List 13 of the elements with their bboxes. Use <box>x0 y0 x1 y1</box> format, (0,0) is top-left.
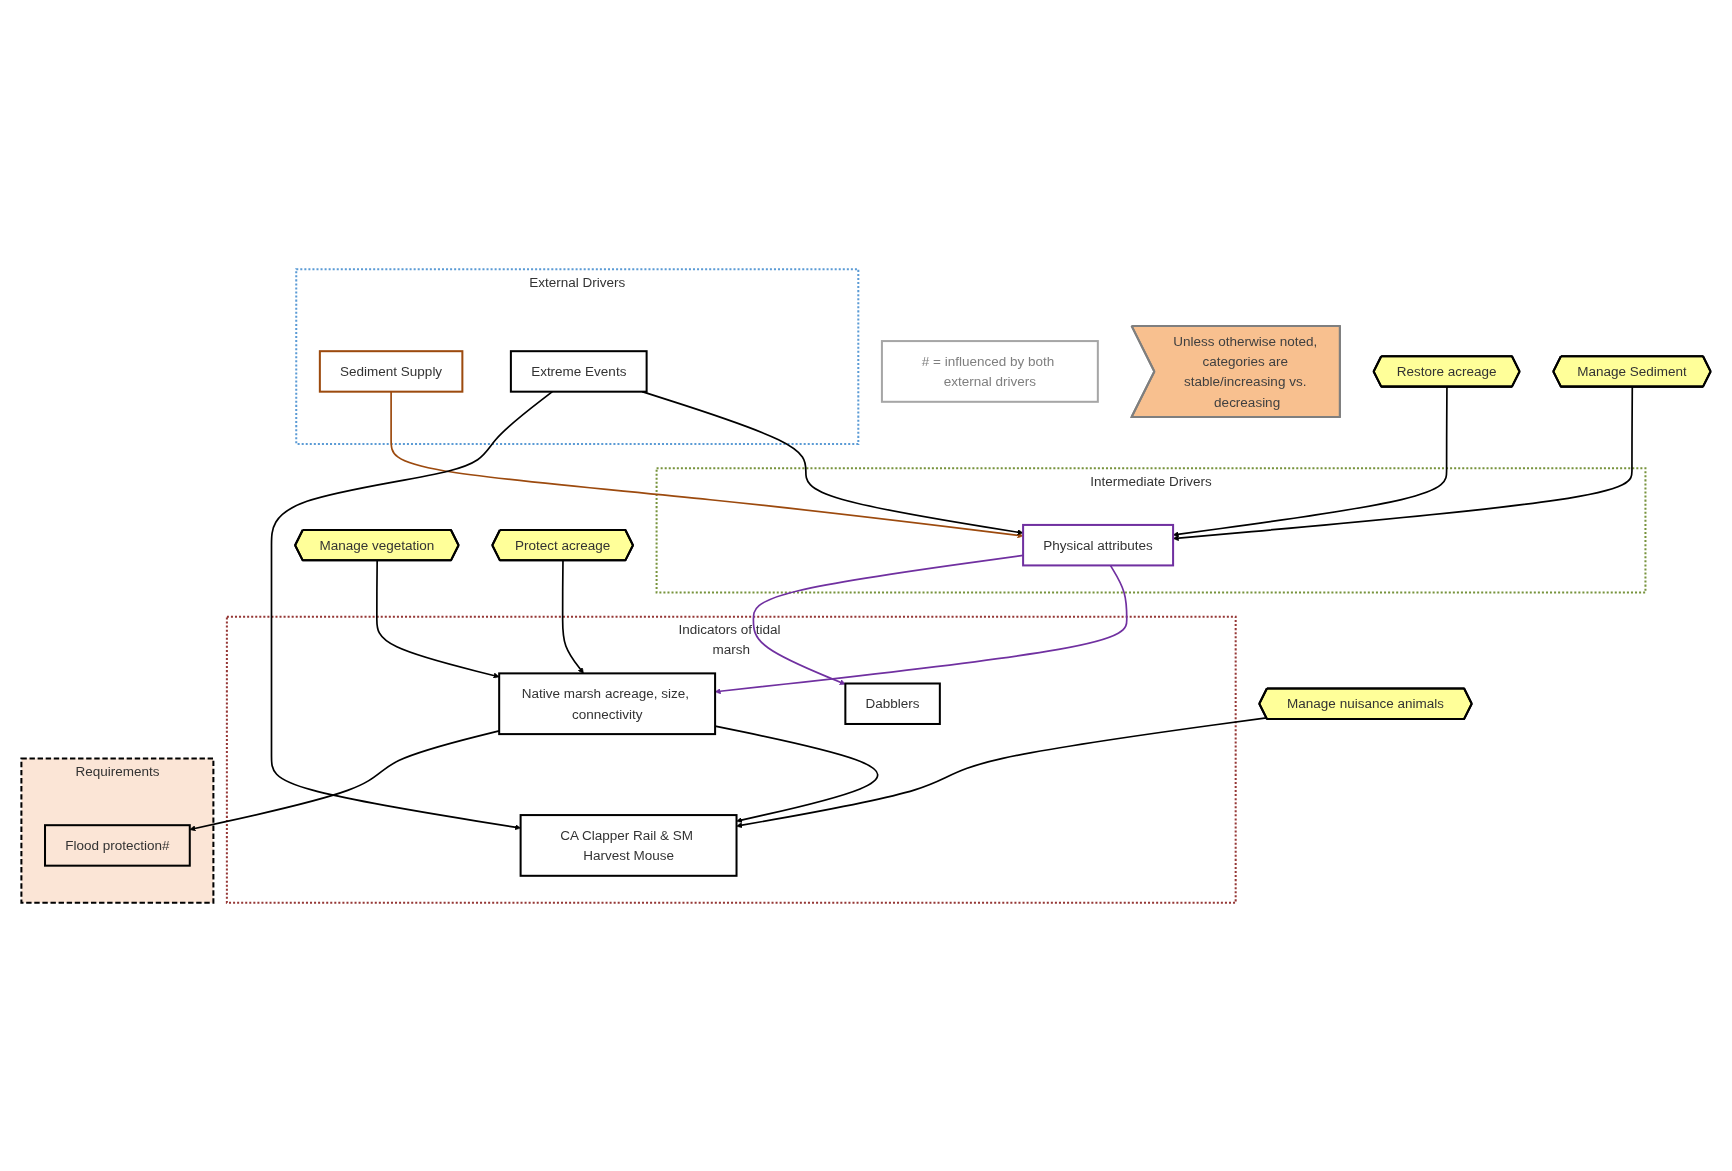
arrow <box>376 559 500 678</box>
arrow <box>736 716 1268 828</box>
node-box: CA Clapper Rail & SM Harvest Mouse <box>519 813 738 877</box>
arrow <box>752 554 1024 685</box>
arrow <box>390 390 1024 538</box>
node-box: Sediment Supply <box>318 349 464 393</box>
node-box: Dabblers <box>844 682 941 725</box>
node-box: Physical attributes <box>1022 523 1175 566</box>
node-box: # = influenced by both external drivers <box>880 339 1099 403</box>
node-box: Native marsh acreage, size, connectivity <box>498 671 717 735</box>
node-box: Extreme Events <box>509 349 648 393</box>
arrow <box>189 729 501 831</box>
node-box: Flood protection# <box>44 823 191 867</box>
